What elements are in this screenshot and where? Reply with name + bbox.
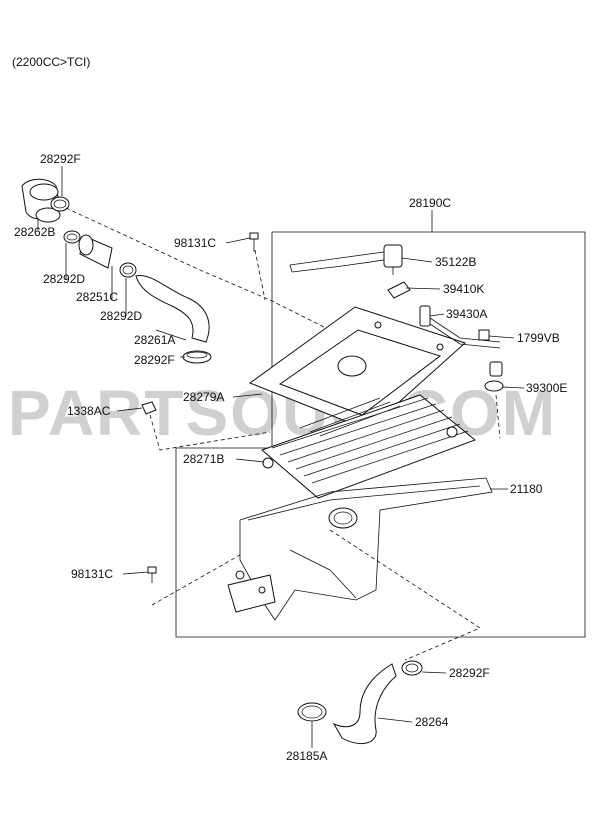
label-1799VB: 1799VB — [517, 331, 560, 345]
label-28292F-top: 28292F — [40, 152, 81, 166]
label-39300E: 39300E — [526, 381, 567, 395]
hose-28262B[interactable] — [21, 178, 61, 223]
label-39430A: 39430A — [446, 307, 487, 321]
route-line-bottom — [329, 529, 481, 661]
label-39410K: 39410K — [443, 282, 484, 296]
sensor-39430A[interactable] — [419, 305, 501, 349]
label-28292D-b: 28292D — [100, 309, 142, 323]
mount-plate[interactable] — [227, 570, 276, 613]
hose-connector-lines — [289, 251, 385, 273]
clamp-28292F-mid[interactable] — [182, 350, 212, 364]
bracket-21180[interactable] — [239, 477, 493, 621]
route-line-bolt — [254, 249, 266, 301]
bracket-39410K[interactable] — [387, 281, 411, 299]
label-1338AC: 1338AC — [67, 404, 111, 418]
label-28279A: 28279A — [183, 390, 224, 404]
leader-lines — [37, 166, 525, 748]
route-line-1338AC — [149, 414, 271, 451]
engine-spec-label: (2200CC>TCI) — [12, 55, 90, 69]
label-28185A: 28185A — [286, 749, 327, 763]
label-28264: 28264 — [415, 715, 449, 729]
bolt-98131C-top[interactable] — [249, 232, 259, 252]
label-28262B: 28262B — [14, 225, 55, 239]
pipe-28251C[interactable] — [78, 234, 113, 269]
label-28190C: 28190C — [409, 196, 451, 210]
label-28292D-a: 28292D — [43, 272, 85, 286]
clamp-28292D-b[interactable] — [119, 262, 137, 278]
route-line-98131C — [151, 554, 241, 606]
label-28251C: 28251C — [76, 290, 118, 304]
sensor-35122B[interactable] — [383, 244, 403, 275]
label-98131C-top: 98131C — [174, 236, 216, 250]
clamp-28292D-a[interactable] — [63, 230, 81, 244]
label-35122B: 35122B — [435, 255, 476, 269]
intercooler-28271B[interactable] — [261, 355, 476, 529]
label-28292F-mid: 28292F — [134, 353, 175, 367]
clip-1799VB[interactable] — [478, 329, 490, 341]
clamp-28292F-top[interactable] — [50, 196, 70, 212]
label-28261A: 28261A — [134, 333, 175, 347]
label-21180: 21180 — [510, 482, 543, 496]
route-line-sensor — [495, 394, 501, 439]
sensor-39300E[interactable] — [484, 361, 504, 392]
hose-28264[interactable] — [332, 663, 397, 745]
clamp-28185A[interactable] — [297, 702, 327, 722]
clamp-28292F-bottom[interactable] — [401, 660, 423, 676]
hose-28261A[interactable] — [135, 274, 210, 343]
label-98131C-bottom: 98131C — [71, 567, 113, 581]
bolt-1338AC[interactable] — [141, 401, 157, 415]
bolt-98131C-bottom[interactable] — [147, 566, 157, 583]
label-28271B: 28271B — [183, 452, 224, 466]
label-28292F-bottom: 28292F — [449, 666, 490, 680]
